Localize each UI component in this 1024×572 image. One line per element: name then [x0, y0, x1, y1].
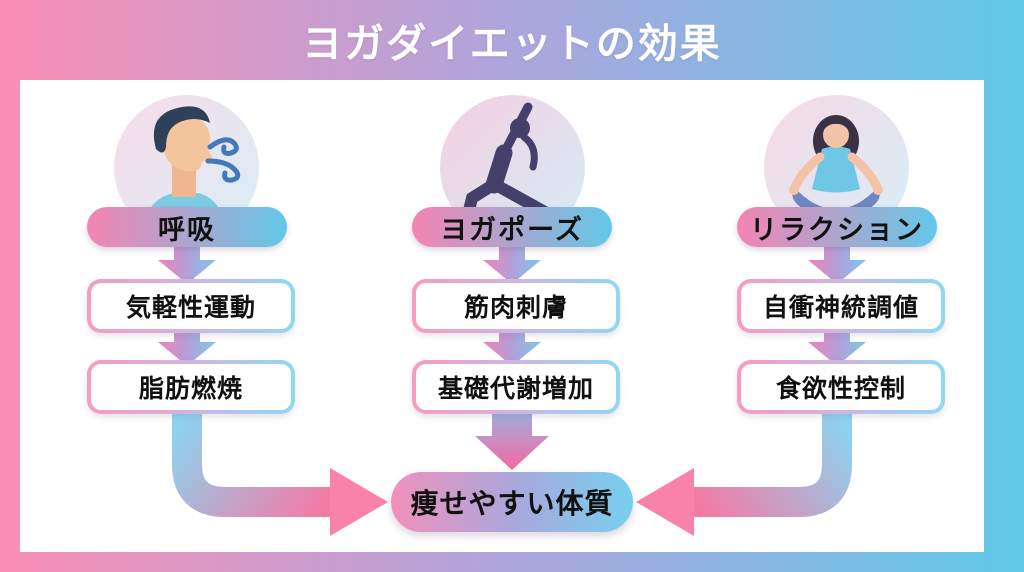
center-down-arrow	[475, 406, 549, 470]
step-box-autonomic-regulation: 自衝神統調値	[737, 279, 945, 333]
step-box-light-exercise: 気軽性運動	[87, 279, 295, 333]
result-pill: 痩せやすい体質	[391, 472, 633, 532]
step-box-appetite-control: 食欲性控制	[737, 360, 945, 414]
right-elbow-arrow	[636, 404, 852, 536]
page-title: ヨガダイエットの効果	[302, 22, 722, 66]
category-pill-relaxation: リラクション	[737, 207, 937, 247]
meditation-icon	[789, 115, 883, 215]
category-pill-breathing: 呼吸	[87, 207, 287, 247]
left-elbow-arrow	[172, 404, 388, 536]
step-box-muscle-stimulation: 筋肉刺膚	[412, 279, 620, 333]
step-box-fat-burning: 脂肪燃焼	[87, 360, 295, 414]
content-panel: 呼吸 気軽性運動 脂肪燃焼 ヨガポーズ 筋肉刺膚 基礎代謝増加	[20, 80, 984, 552]
category-pill-yoga-pose: ヨガポーズ	[412, 207, 612, 247]
step-box-metabolism-increase: 基礎代謝増加	[412, 360, 620, 414]
